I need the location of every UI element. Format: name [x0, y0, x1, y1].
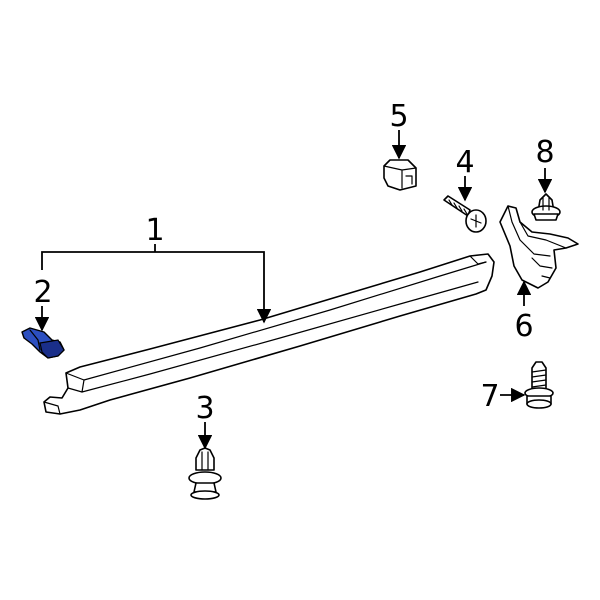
callout-5: 5 [389, 99, 408, 134]
callout-2: 2 [33, 275, 52, 310]
nut-clip[interactable] [383, 159, 417, 191]
callout-1: 1 [145, 213, 164, 248]
callout-4: 4 [455, 145, 474, 180]
callout-labels: 1 2 3 4 5 6 7 8 [33, 99, 554, 426]
callout-6: 6 [514, 309, 533, 344]
screw[interactable] [443, 195, 487, 233]
moulding-bracket[interactable] [499, 205, 579, 289]
callout-3: 3 [195, 391, 214, 426]
bolt[interactable] [524, 361, 554, 409]
push-clip[interactable] [188, 447, 222, 500]
callout-8: 8 [535, 135, 554, 170]
rocker-panel-moulding[interactable] [43, 253, 495, 415]
leader-lines [34, 130, 553, 450]
callout-7: 7 [480, 379, 499, 414]
bracket-clip[interactable] [531, 193, 561, 221]
moulding-clip-highlighted[interactable] [21, 327, 65, 359]
